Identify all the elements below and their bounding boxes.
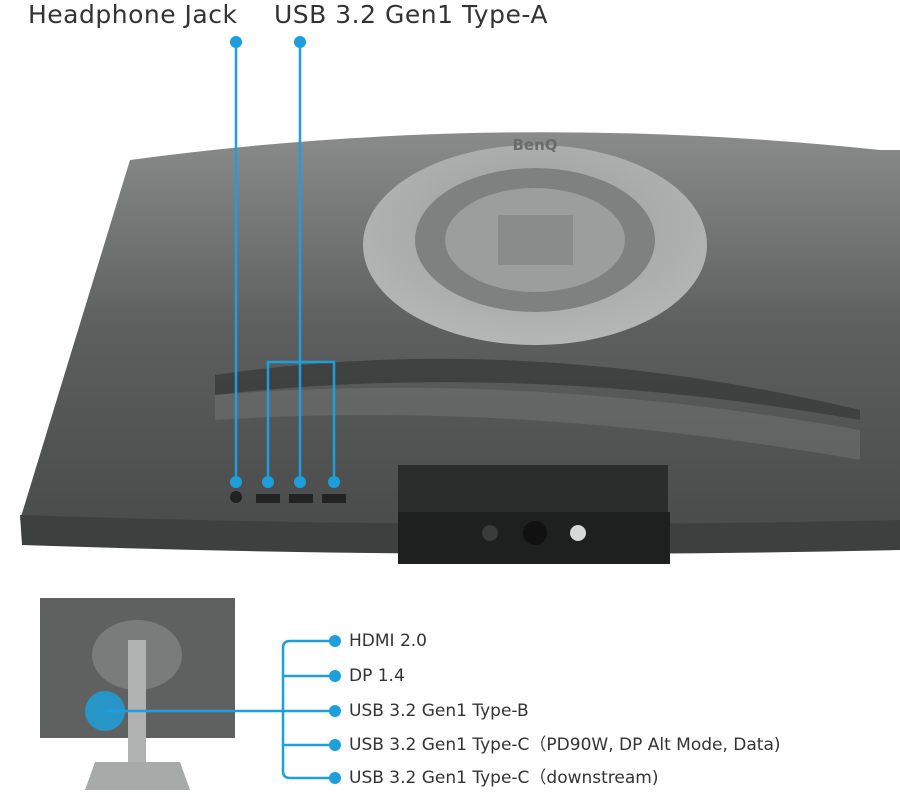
port-label-hdmi: HDMI 2.0 — [349, 631, 427, 651]
callout-lines-bottom — [105, 639, 335, 780]
port-label-usb-c-downstream: USB 3.2 Gen1 Type-C（downstream) — [349, 768, 659, 788]
monitor-thumbnail — [40, 598, 235, 790]
port-label-usb-c-pd: USB 3.2 Gen1 Type-C（PD90W, DP Alt Mode, … — [349, 735, 781, 755]
brand-logo: BenQ — [512, 136, 557, 154]
stand-hinge — [398, 465, 670, 564]
callout-dots-top — [230, 36, 340, 488]
callout-dots-bottom — [329, 635, 341, 784]
callout-lines-top — [234, 42, 336, 480]
port-label-dp: DP 1.4 — [349, 666, 405, 686]
side-ports — [230, 491, 346, 503]
headphone-jack-label: Headphone Jack — [28, 0, 238, 29]
usb-type-a-label: USB 3.2 Gen1 Type-A — [274, 0, 548, 29]
port-label-usb-b: USB 3.2 Gen1 Type-B — [349, 701, 529, 721]
vesa-mount — [363, 145, 707, 345]
